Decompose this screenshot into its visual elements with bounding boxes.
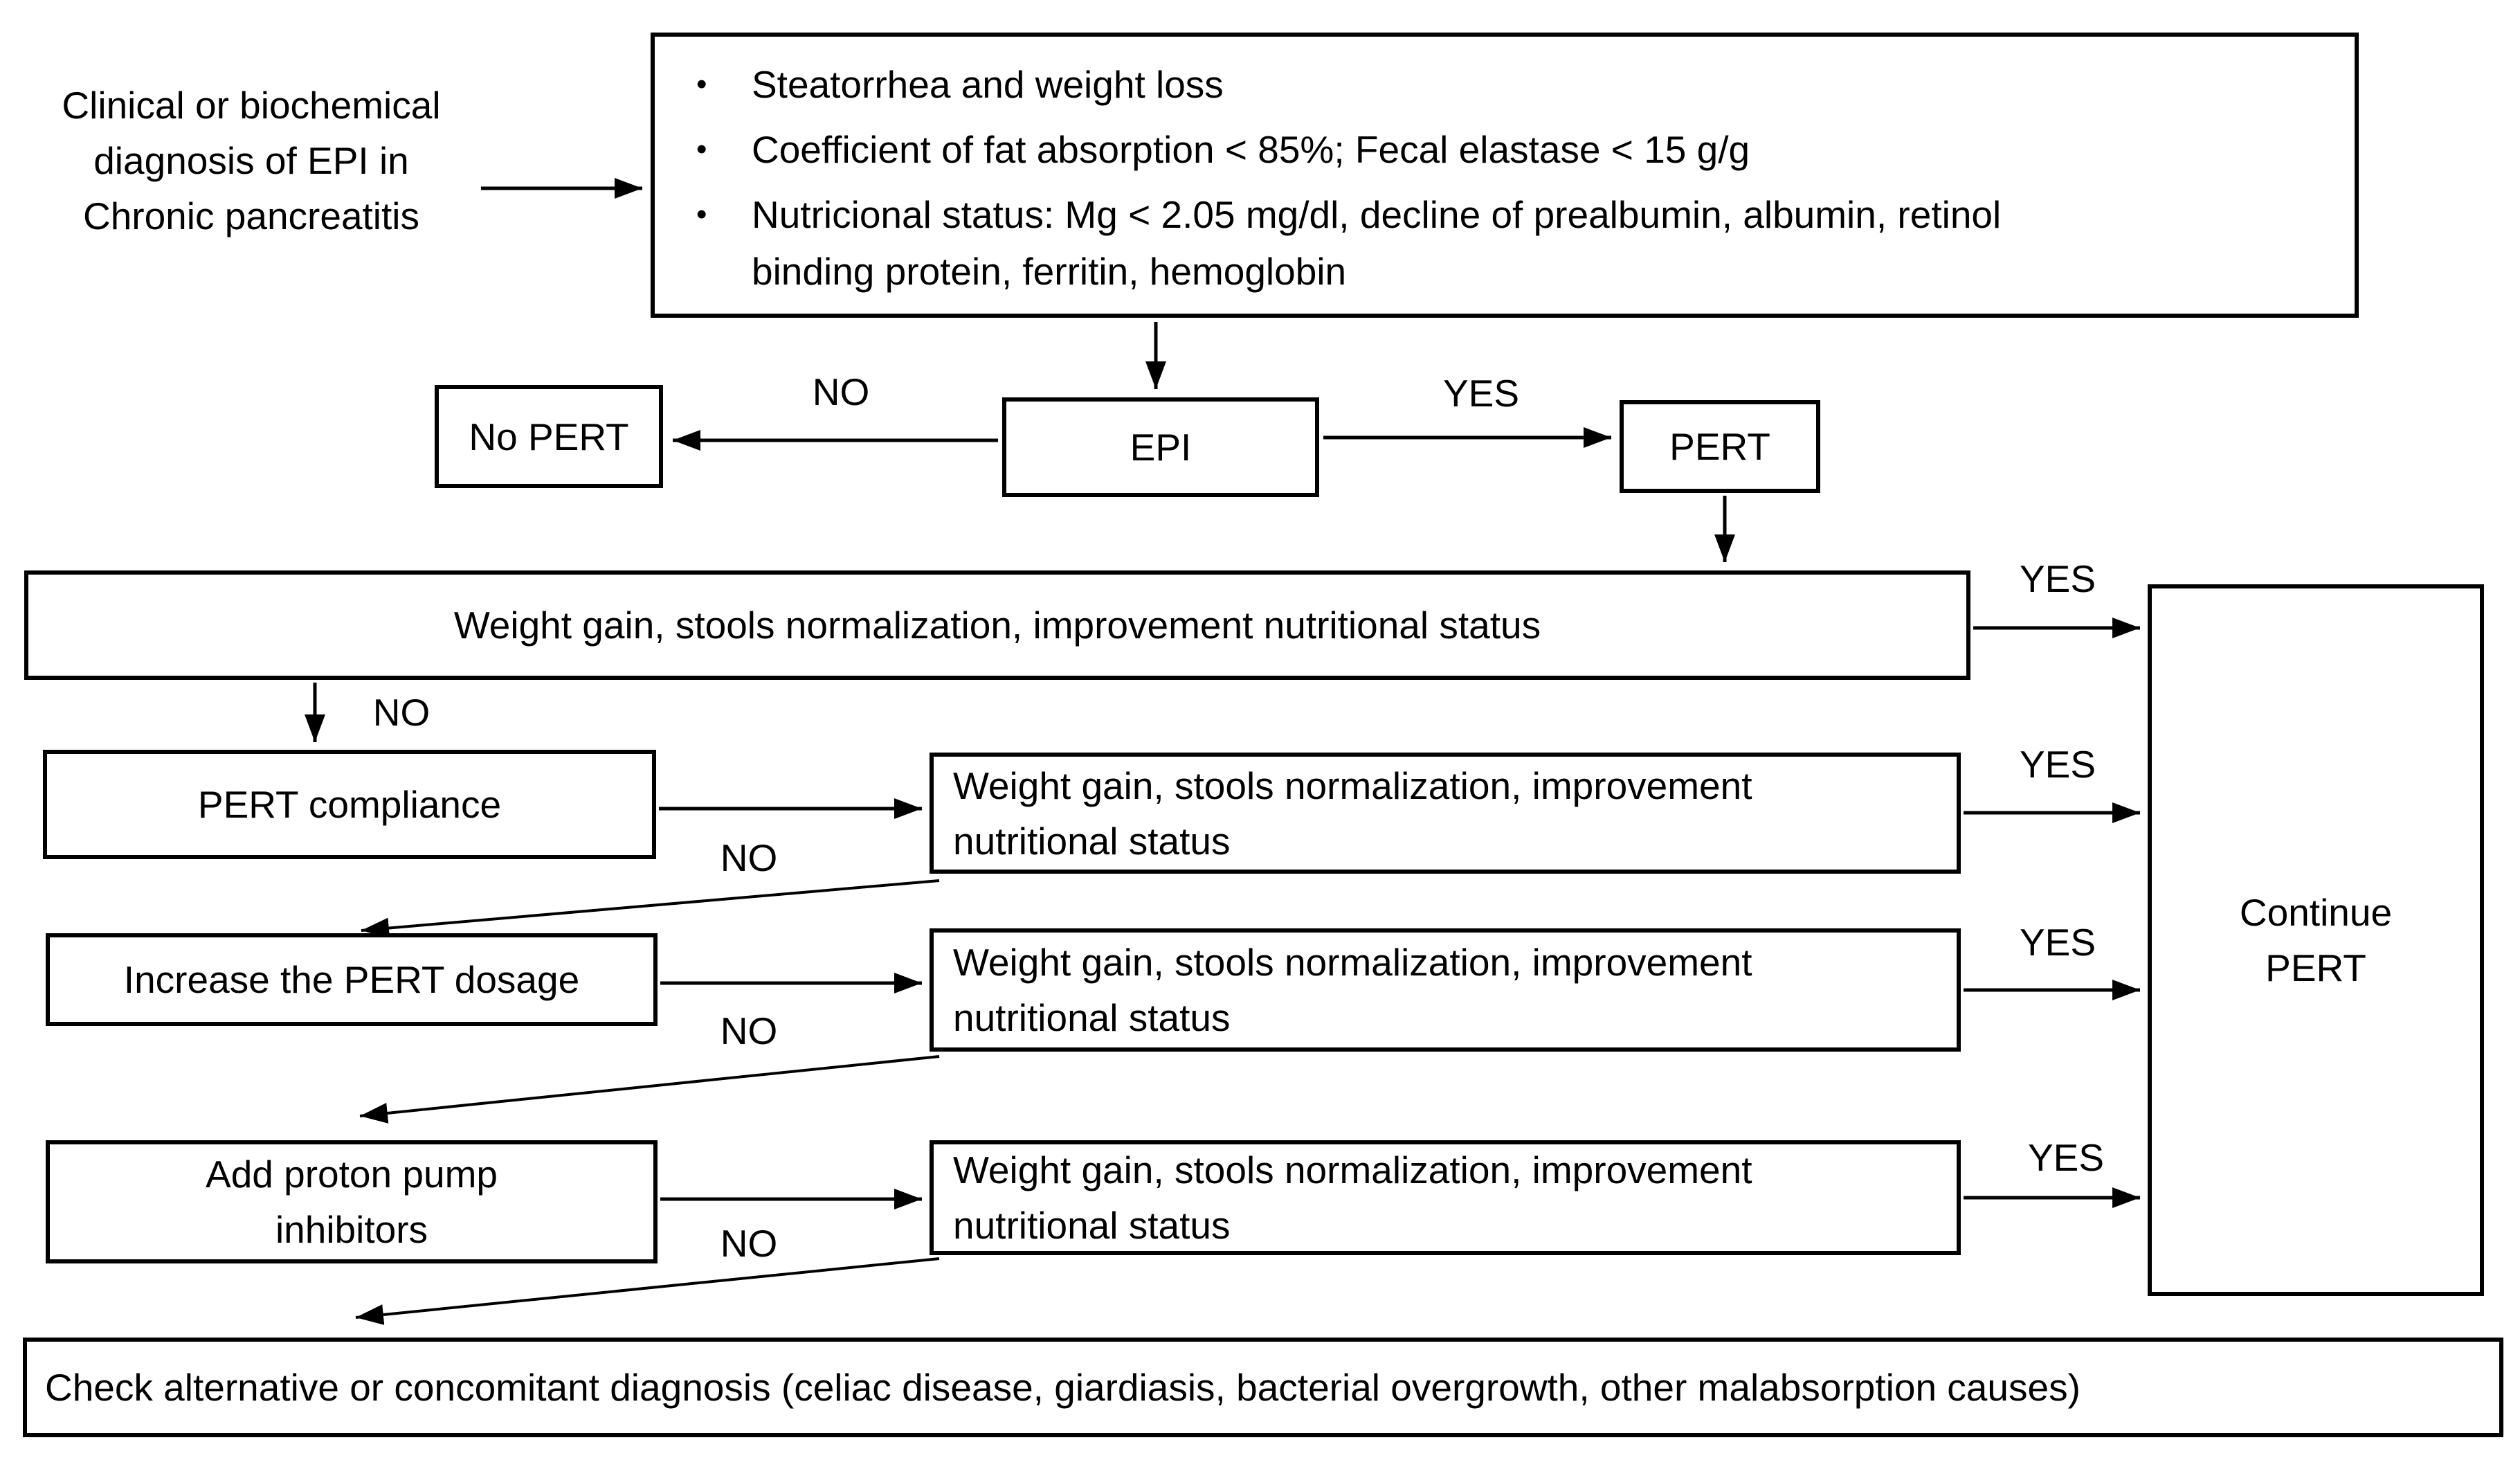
- pert-compliance-label: PERT compliance: [197, 783, 502, 826]
- criteria-bullet-text: binding protein, ferritin, hemoglobin: [752, 250, 1347, 293]
- intro-text: Clinical or biochemical diagnosis of EPI…: [12, 78, 490, 251]
- bullet-icon: •: [696, 67, 707, 101]
- outcome-box-4: Weight gain, stools normalization, impro…: [930, 1140, 1961, 1255]
- edge-label-no-outcome3: NO: [720, 1009, 778, 1052]
- criteria-bullet-item: • Nutricional status: Mg < 2.05 mg/dl, d…: [687, 186, 2338, 300]
- continue-pert-line: PERT: [2265, 946, 2366, 989]
- arrow-outcome4-no-to-check: [355, 1257, 940, 1325]
- arrow-outcome3-no-to-ppi: [359, 1055, 940, 1124]
- no-pert-box: No PERT: [435, 385, 663, 488]
- increase-dosage-box: Increase the PERT dosage: [46, 933, 658, 1026]
- edge-label-yes-outcome4: YES: [2027, 1136, 2105, 1179]
- outcome-box-1: Weight gain, stools normalization, impro…: [24, 570, 1970, 680]
- outcome-line: nutritional status: [953, 996, 1231, 1039]
- increase-dosage-label: Increase the PERT dosage: [123, 958, 580, 1001]
- no-pert-label: No PERT: [469, 415, 629, 458]
- edge-label-yes-outcome3: YES: [2019, 921, 2096, 964]
- edge-label-yes-epi: YES: [1442, 372, 1520, 415]
- outcome-line: Weight gain, stools normalization, impro…: [953, 764, 1752, 807]
- edge-label-yes-outcome2: YES: [2019, 743, 2096, 786]
- pert-box: PERT: [1620, 400, 1820, 493]
- outcome-1-label: Weight gain, stools normalization, impro…: [453, 604, 1541, 647]
- intro-line: Chronic pancreatitis: [82, 195, 420, 237]
- criteria-bullet-list: • Steatorrhea and weight loss • Coeffici…: [687, 56, 2338, 300]
- bullet-icon: •: [696, 197, 707, 231]
- outcome-line: Weight gain, stools normalization, impro…: [953, 1149, 1752, 1191]
- ppi-line: Add proton pump: [206, 1153, 498, 1196]
- edge-label-no-outcome2: NO: [720, 836, 778, 879]
- outcome-box-3: Weight gain, stools normalization, impro…: [930, 928, 1961, 1052]
- criteria-bullet-text: Steatorrhea and weight loss: [752, 63, 1224, 106]
- criteria-bullet-item: • Coefficient of fat absorption < 85%; F…: [687, 121, 2338, 178]
- bullet-icon: •: [696, 132, 707, 166]
- criteria-bullet-item: • Steatorrhea and weight loss: [687, 56, 2338, 113]
- proton-pump-inhibitors-box: Add proton pump inhibitors: [46, 1140, 658, 1263]
- outcome-line: nutritional status: [953, 819, 1231, 863]
- arrow-outcome2-no-to-increase: [361, 879, 940, 939]
- edge-label-no-outcome4: NO: [720, 1222, 778, 1265]
- edge-label-no-epi: NO: [812, 370, 870, 413]
- check-alternative-box: Check alternative or concomitant diagnos…: [23, 1338, 2503, 1437]
- continue-pert-line: Continue: [2239, 891, 2393, 934]
- edge-label-no-outcome1: NO: [372, 691, 430, 734]
- edge-label-yes-outcome1: YES: [2019, 557, 2096, 600]
- epi-decision-box: EPI: [1002, 397, 1319, 497]
- intro-line: diagnosis of EPI in: [93, 139, 409, 182]
- epi-label: EPI: [1130, 426, 1192, 469]
- criteria-bullet-text: Nutricional status: Mg < 2.05 mg/dl, dec…: [752, 193, 2002, 236]
- criteria-box: • Steatorrhea and weight loss • Coeffici…: [651, 33, 2359, 318]
- pert-compliance-box: PERT compliance: [43, 750, 656, 859]
- intro-line: Clinical or biochemical: [62, 84, 441, 127]
- ppi-line: inhibitors: [275, 1208, 428, 1251]
- criteria-bullet-text: Coefficient of fat absorption < 85%; Fec…: [752, 128, 1750, 171]
- pert-label: PERT: [1669, 425, 1770, 468]
- outcome-line: Weight gain, stools normalization, impro…: [953, 941, 1752, 984]
- check-alternative-label: Check alternative or concomitant diagnos…: [45, 1366, 2081, 1409]
- continue-pert-box: Continue PERT: [2148, 584, 2484, 1296]
- outcome-box-2: Weight gain, stools normalization, impro…: [930, 753, 1961, 874]
- outcome-line: nutritional status: [953, 1204, 1231, 1247]
